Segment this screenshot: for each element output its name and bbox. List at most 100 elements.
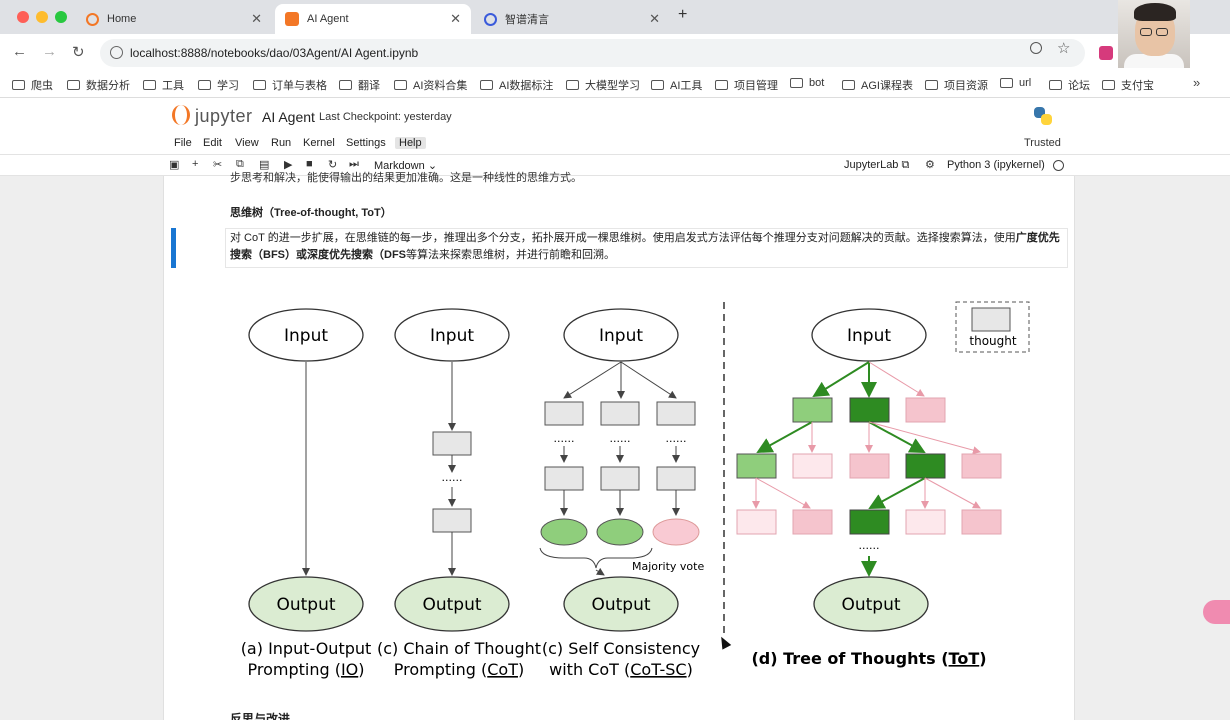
bookmark-label: 项目管理	[734, 80, 778, 92]
caption-io-2: Prompting (IO)	[247, 660, 364, 679]
output-node	[394, 576, 510, 632]
folder-icon	[253, 80, 266, 90]
bookmark-folder[interactable]: 论坛	[1049, 77, 1090, 93]
zoom-icon[interactable]	[1030, 42, 1042, 54]
prompting-methods-diagram: Input Output (a) Input-Output Prompting …	[241, 301, 1030, 679]
back-icon[interactable]: ←	[12, 43, 27, 60]
paste-icon[interactable]: ▤	[259, 159, 270, 171]
settings-gear-icon[interactable]: ⚙	[925, 159, 935, 171]
bookmark-folder[interactable]: AI资料合集	[394, 77, 467, 93]
menu-settings[interactable]: Settings	[346, 137, 386, 149]
bookmark-folder[interactable]: 支付宝	[1102, 77, 1154, 93]
menu-kernel[interactable]: Kernel	[303, 137, 335, 149]
bookmark-folder[interactable]: 订单与表格	[253, 77, 327, 93]
new-tab-button[interactable]: +	[678, 6, 688, 23]
site-info-icon[interactable]	[110, 46, 123, 59]
bookmark-label: 翻译	[358, 80, 380, 92]
ellipsis: ......	[610, 432, 631, 445]
jupyter-logo-text[interactable]: jupyter	[195, 106, 253, 126]
bookmark-folder[interactable]: AI工具	[651, 77, 702, 93]
notebook-area[interactable]: 步思考和解决，能使得输出的结果更加准确。这是一种线性的思维方式。 思维树（Tre…	[0, 172, 1230, 720]
close-icon[interactable]: ✕	[251, 11, 262, 26]
bookmark-folder[interactable]: url	[1000, 77, 1031, 89]
markdown-cell[interactable]	[225, 228, 1068, 268]
tot-node-pruned	[961, 509, 1002, 535]
para-text: 对 CoT 的进一步扩展，在思维链的每一步，推理出多个分支，拓扑展开成一棵思维树…	[230, 232, 1016, 244]
menu-edit[interactable]: Edit	[203, 137, 222, 149]
jupyter-logo-icon[interactable]	[172, 105, 190, 125]
translate-extension-icon[interactable]	[1099, 46, 1113, 60]
tab-home[interactable]: Home ✕	[76, 4, 272, 34]
bookmark-folder[interactable]: 翻译	[339, 77, 380, 93]
bookmark-folder[interactable]: 学习	[198, 77, 239, 93]
bookmark-star-icon[interactable]: ☆	[1057, 40, 1071, 57]
menu-file[interactable]: File	[174, 137, 192, 149]
cut-icon[interactable]: ✂	[213, 159, 223, 171]
bookmarks-bar: 爬虫 数据分析 工具 学习 订单与表格 翻译 AI资料合集 AI数据标注 大模型…	[0, 72, 1230, 98]
ellipsis: ......	[554, 432, 575, 445]
thought-node	[656, 401, 696, 426]
cot-sc-column: Input ...... ...... ......	[539, 308, 704, 679]
input-node	[248, 308, 364, 362]
output-node	[813, 576, 929, 632]
folder-icon	[715, 80, 728, 90]
jupyterlab-link[interactable]: JupyterLab ⧉	[844, 159, 909, 172]
forward-icon[interactable]: →	[42, 43, 57, 60]
translate-side-badge[interactable]	[1203, 600, 1230, 624]
folder-icon	[480, 80, 493, 90]
minimize-window-button[interactable]	[36, 11, 48, 23]
active-cell-indicator[interactable]	[171, 228, 176, 268]
url-field[interactable]: localhost:8888/notebooks/dao/03Agent/AI …	[100, 39, 1085, 67]
close-icon[interactable]: ✕	[450, 11, 461, 26]
stop-icon[interactable]: ■	[306, 158, 313, 170]
folder-icon	[566, 80, 579, 90]
jupyterlab-label: JupyterLab	[844, 159, 899, 171]
bookmark-folder[interactable]: bot	[790, 77, 824, 89]
trusted-indicator[interactable]: Trusted	[1024, 137, 1061, 149]
kernel-name[interactable]: Python 3 (ipykernel)	[947, 159, 1045, 171]
save-icon[interactable]: ▣	[169, 159, 180, 171]
tot-node-pruned	[905, 397, 946, 423]
close-window-button[interactable]	[17, 11, 29, 23]
maximize-window-button[interactable]	[55, 11, 67, 23]
bookmark-folder[interactable]: 工具	[143, 77, 184, 93]
bookmark-folder[interactable]: 爬虫	[12, 77, 53, 93]
restart-icon[interactable]: ↻	[328, 159, 338, 171]
cell-type-select[interactable]: Markdown ⌄	[374, 159, 437, 172]
caption-cot-2: Prompting (CoT)	[394, 660, 524, 679]
close-icon[interactable]: ✕	[649, 11, 660, 26]
more-bookmarks-icon[interactable]: »	[1193, 75, 1201, 90]
bookmark-folder[interactable]: 大模型学习	[566, 77, 640, 93]
thought-node	[600, 401, 640, 426]
bookmark-folder[interactable]: 项目资源	[925, 77, 988, 93]
bookmark-folder[interactable]: AGI课程表	[842, 77, 913, 93]
insert-cell-icon[interactable]: +	[192, 158, 199, 170]
tab-ai-agent[interactable]: AI Agent ✕	[275, 4, 471, 34]
tot-node-selected	[792, 397, 833, 423]
caption-sc: (c) Self Consistency	[542, 639, 700, 658]
bookmark-folder[interactable]: 数据分析	[67, 77, 130, 93]
menu-run[interactable]: Run	[271, 137, 292, 149]
tot-node-pruned	[849, 453, 890, 479]
reload-icon[interactable]: ↻	[72, 44, 85, 61]
restart-run-all-icon[interactable]: ⏭	[349, 158, 359, 170]
bookmark-label: 数据分析	[86, 80, 130, 92]
thought-node	[600, 466, 640, 491]
tab-zhipu[interactable]: 智谱清言 ✕	[474, 4, 670, 34]
copy-icon[interactable]: ⧉	[236, 158, 244, 170]
folder-icon	[1102, 80, 1115, 90]
bookmark-folder[interactable]: AI数据标注	[480, 77, 553, 93]
jupyter-header: jupyter AI Agent Last Checkpoint: yester…	[0, 98, 1230, 134]
menu-view[interactable]: View	[235, 137, 259, 149]
vote-node-green	[596, 518, 644, 546]
folder-icon	[67, 80, 80, 90]
chevron-down-icon: ⌄	[427, 160, 438, 172]
notebook-title[interactable]: AI Agent	[262, 109, 315, 125]
menu-help[interactable]: Help	[395, 137, 426, 149]
folder-icon	[842, 80, 855, 90]
output-label: Output	[591, 595, 650, 615]
vote-node-pink	[652, 518, 700, 546]
bookmark-folder[interactable]: 项目管理	[715, 77, 778, 93]
run-icon[interactable]: ▶	[284, 159, 293, 171]
kernel-status-icon	[1053, 160, 1064, 171]
